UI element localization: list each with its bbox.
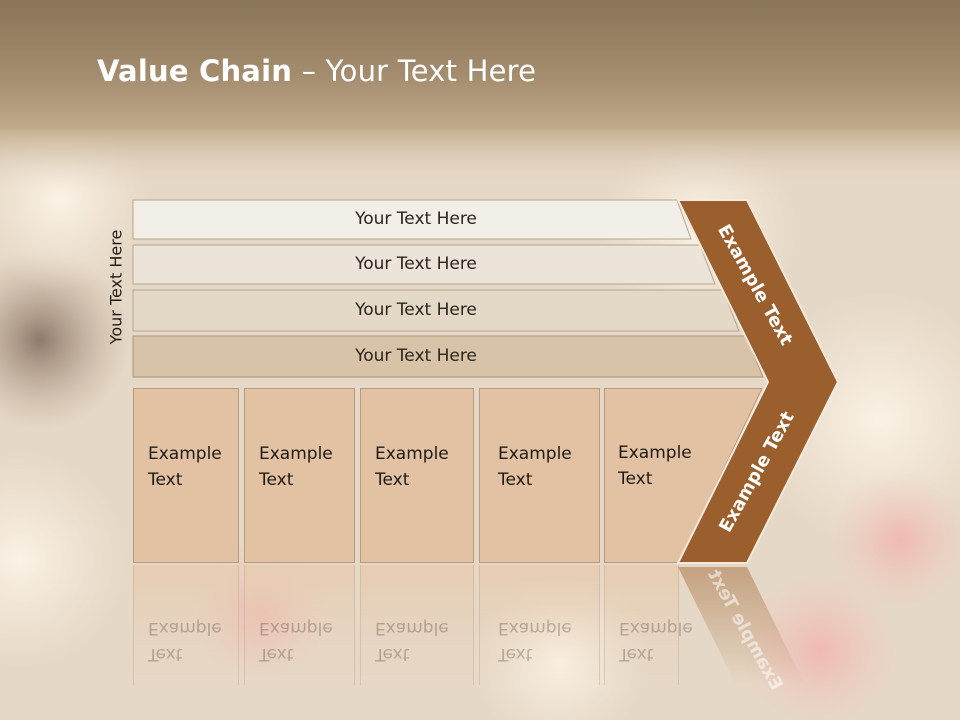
- support-row-1-label: Your Text Here: [355, 209, 477, 229]
- margin-chevron-reflection: [678, 567, 805, 685]
- activity-box-3-line1: Example: [375, 444, 449, 464]
- activity-box-4-line2: Text: [498, 470, 533, 490]
- support-row-3-label: Your Text Here: [355, 300, 477, 320]
- activity-box-1-line2: Text: [148, 470, 183, 490]
- margin-chevron: [676, 199, 840, 685]
- activity-box-5-line1: Example: [618, 443, 692, 463]
- side-label-text: Your Text Here: [106, 229, 126, 345]
- support-row-4-label: Your Text Here: [355, 346, 477, 366]
- activity-box-3-line2: Text: [375, 470, 410, 490]
- activity-box-1-line1: Example: [148, 444, 222, 464]
- activity-box-2-line1: Example: [259, 444, 333, 464]
- activity-box-4-line1: Example: [498, 444, 572, 464]
- slide-title: Value Chain – Your Text Here: [97, 54, 536, 88]
- activity-box-2-line2: Text: [259, 470, 294, 490]
- margin-chevron-shape: [676, 199, 840, 564]
- support-row-2-label: Your Text Here: [355, 254, 477, 274]
- activity-box-5-line2: Text: [618, 469, 653, 489]
- title-bold: Value Chain: [97, 54, 293, 88]
- title-rest: – Your Text Here: [292, 54, 537, 88]
